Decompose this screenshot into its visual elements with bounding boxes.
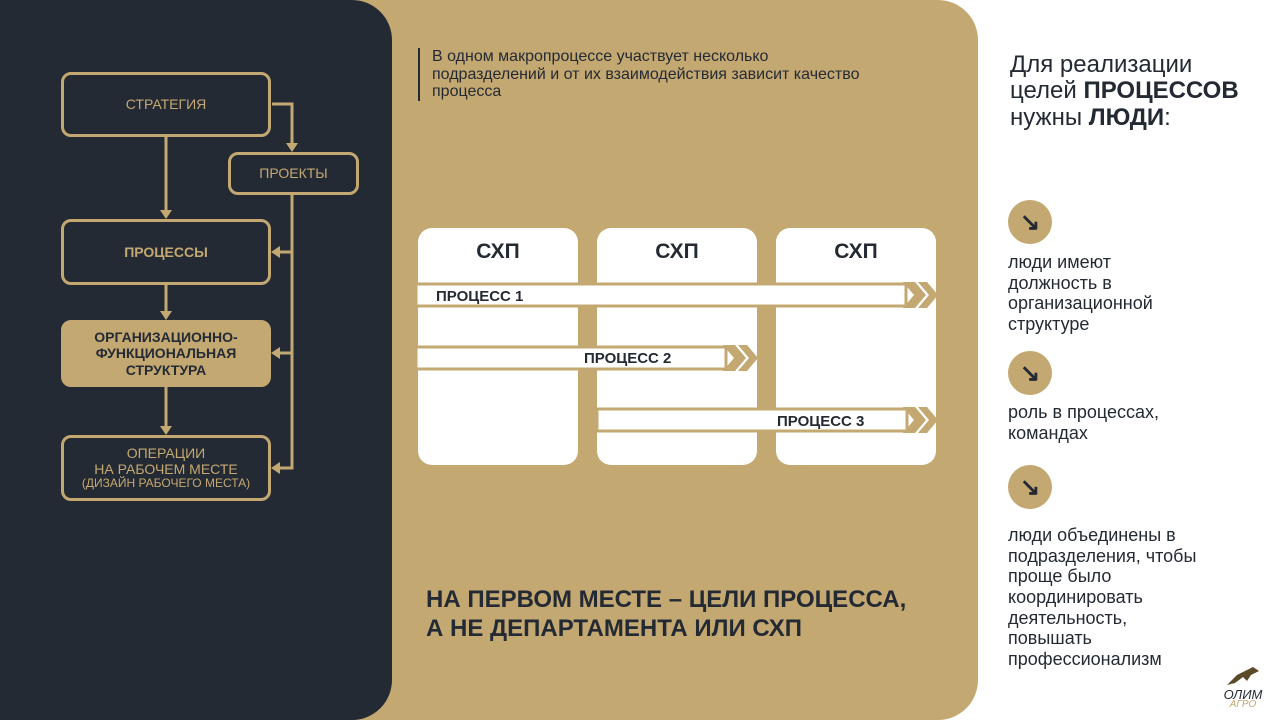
flowchart-arrows xyxy=(160,102,298,474)
title-bold-processes: ПРОЦЕССОВ xyxy=(1083,77,1239,105)
strategy-box: СТРАТЕГИЯ xyxy=(61,72,271,137)
process-3-chevron-icon xyxy=(903,407,926,433)
process-1-bar xyxy=(414,282,908,308)
right-item-3: люди объединены в подразделения, чтобы п… xyxy=(1008,525,1197,670)
bottom-statement: НА ПЕРВОМ МЕСТЕ – ЦЕЛИ ПРОЦЕССА, А НЕ ДЕ… xyxy=(426,586,906,644)
column-3-title: СХП xyxy=(834,240,878,263)
title-text: нужны xyxy=(1010,103,1089,131)
bottom-line2: А НЕ ДЕПАРТАМЕНТА ИЛИ СХП xyxy=(426,614,803,642)
title-text: целей xyxy=(1010,77,1084,105)
arrow-down-right-icon: ↘ xyxy=(1008,351,1052,395)
right-item-2: роль в процессах, командах xyxy=(1008,402,1159,443)
process-2-bar xyxy=(414,345,728,371)
title-bold-people: ЛЮДИ xyxy=(1088,103,1165,131)
arrow-down-right-icon: ↘ xyxy=(1008,465,1052,509)
right-title: Для реализации целей ПРОЦЕССОВ нужны ЛЮД… xyxy=(1010,51,1239,131)
process-2-label: ПРОЦЕСС 2 xyxy=(584,350,672,367)
logo-line2: АГРО xyxy=(1229,699,1257,711)
processes-box: ПРОЦЕССЫ xyxy=(61,219,271,285)
column-1-title: СХП xyxy=(476,240,520,263)
operations-line2: НА РАБОЧЕМ МЕСТЕ xyxy=(94,461,238,478)
projects-box: ПРОЕКТЫ xyxy=(228,152,359,195)
process-1-chevron-icon xyxy=(903,282,926,308)
arrow-down-right-icon: ↘ xyxy=(1008,200,1052,244)
right-item-1: люди имеют должность в организационной с… xyxy=(1008,252,1153,335)
title-line1: Для реализации xyxy=(1010,51,1193,78)
company-logo: ОЛИМ АГРО xyxy=(1212,665,1274,711)
operations-box: ОПЕРАЦИИ НА РАБОЧЕМ МЕСТЕ (ДИЗАЙН РАБОЧЕ… xyxy=(61,435,271,501)
process-2-chevron-icon xyxy=(723,345,746,371)
horse-rider-icon xyxy=(1227,667,1259,685)
column-2-title: СХП xyxy=(655,240,699,263)
process-3-bar xyxy=(595,407,909,433)
process-1-label: ПРОЦЕСС 1 xyxy=(436,288,524,305)
org-structure-box: ОРГАНИЗАЦИОННО-ФУНКЦИОНАЛЬНАЯ СТРУКТУРА xyxy=(61,320,271,387)
operations-line1: ОПЕРАЦИИ xyxy=(126,445,206,461)
process-3-label: ПРОЦЕСС 3 xyxy=(777,413,865,430)
quote-text: В одном макропроцессе участвует нескольк… xyxy=(418,48,872,101)
bottom-line1: НА ПЕРВОМ МЕСТЕ – ЦЕЛИ ПРОЦЕССА, xyxy=(426,586,907,613)
title-colon: : xyxy=(1164,103,1171,131)
operations-line3: (ДИЗАЙН РАБОЧЕГО МЕСТА) xyxy=(81,476,251,491)
logo-line1: ОЛИМ xyxy=(1223,686,1263,702)
